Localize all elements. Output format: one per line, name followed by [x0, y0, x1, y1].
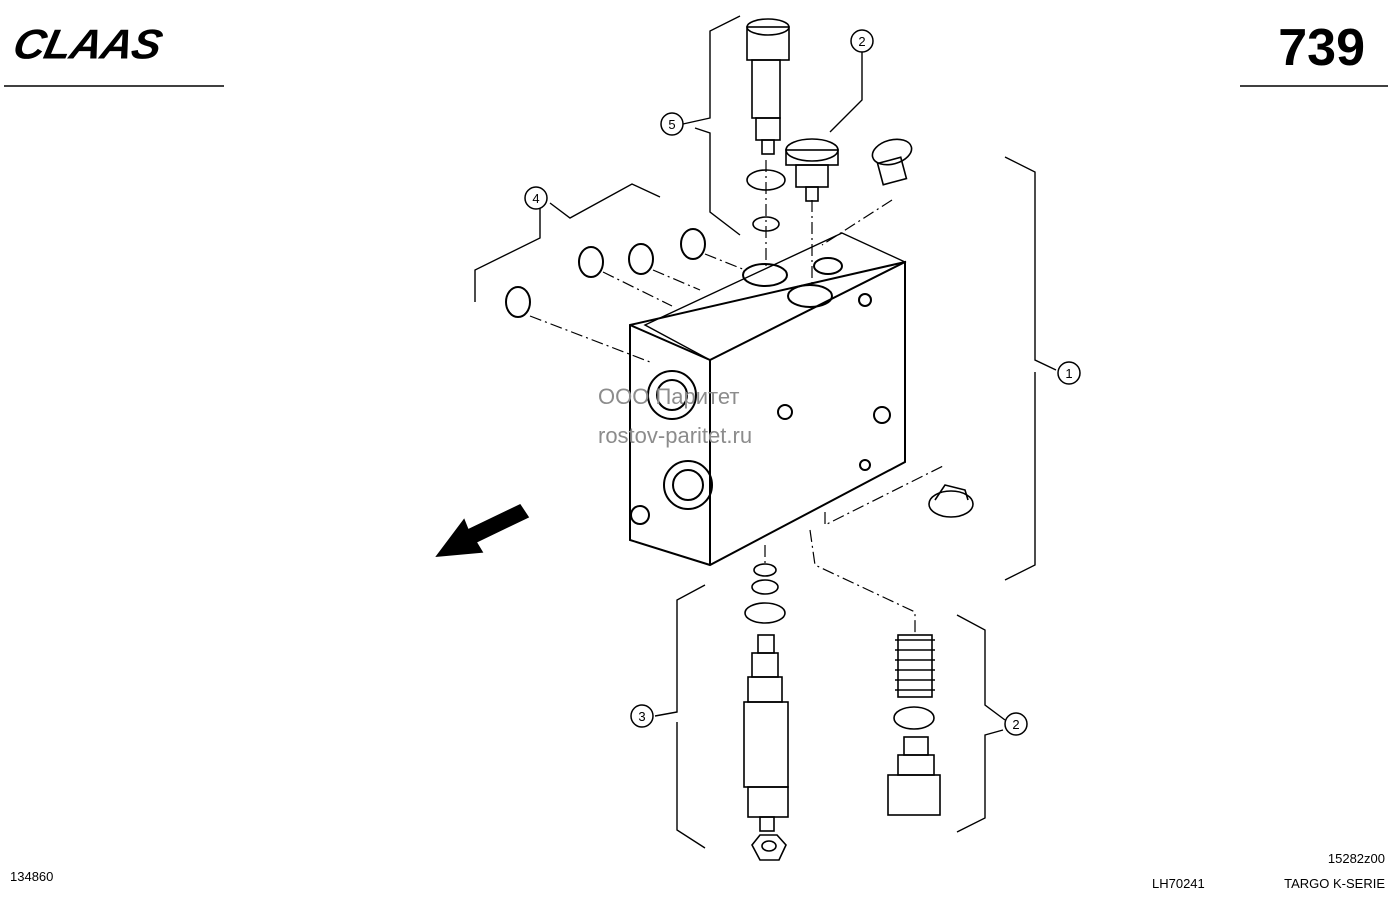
callout-4: 4 [524, 186, 548, 210]
cartridge-5 [746, 18, 790, 232]
page-number: 739 [1278, 19, 1365, 77]
svg-text:2: 2 [858, 34, 865, 49]
svg-text:2: 2 [1012, 717, 1019, 732]
drawing-number: 134860 [10, 869, 54, 884]
solenoid-valve-3 [743, 634, 789, 861]
watermark-url: rostov-paritet.ru [598, 423, 753, 448]
assembly-axes [529, 160, 946, 635]
bottom-seals [744, 563, 786, 624]
svg-text:4: 4 [532, 191, 539, 206]
watermark-company: ООО Паритет [598, 384, 740, 409]
o-rings-4 [505, 228, 706, 318]
svg-text:3: 3 [638, 709, 645, 724]
svg-text:5: 5 [668, 117, 675, 132]
cap-piece-top [871, 138, 913, 186]
group-brackets [474, 15, 1057, 849]
callout-5: 5 [660, 112, 684, 136]
direction-arrow [435, 503, 530, 557]
plug-2-top [785, 138, 839, 202]
spring-plug-2 [887, 634, 941, 816]
svg-text:1: 1 [1065, 366, 1072, 381]
callout-3: 3 [630, 704, 654, 728]
part-code: LH70241 [1152, 876, 1205, 891]
callout-2-bottom: 2 [1004, 712, 1028, 736]
valve-block [629, 232, 907, 567]
callout-2-top: 2 [850, 29, 874, 53]
series-label: TARGO K-SERIE [1284, 876, 1385, 891]
doc-code: 15282z00 [1327, 851, 1385, 866]
side-plug [928, 484, 974, 518]
callout-1: 1 [1057, 361, 1081, 385]
